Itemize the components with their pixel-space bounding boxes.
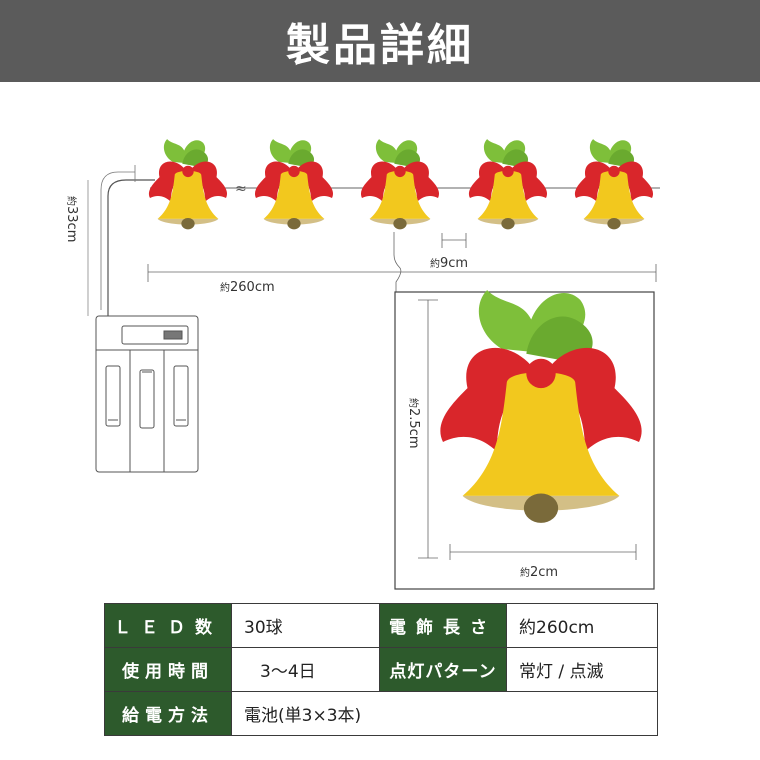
bell-icon: [360, 139, 440, 230]
spec-key-light-pattern: 点灯パターン: [379, 647, 507, 692]
table-row: 使用時間 3〜4日 点灯パターン 常灯 / 点滅: [104, 647, 658, 692]
spec-key-length: 電飾長さ: [379, 603, 507, 648]
spec-table: ＬＥＤ数 30球 電飾長さ 約260cm 使用時間 3〜4日 点灯パターン 常灯…: [104, 603, 658, 736]
bell-height-label: 約2.5cm: [406, 398, 421, 449]
spec-val-usage-time: 3〜4日: [231, 647, 380, 692]
bell-icon: [254, 139, 334, 230]
battery-box: [95, 315, 199, 473]
spec-val-power: 電池(単3×3本): [231, 691, 658, 736]
spec-key-usage-time: 使用時間: [104, 647, 232, 692]
bell-icon: [574, 139, 654, 230]
spec-val-light-pattern: 常灯 / 点滅: [506, 647, 658, 692]
bell-width-label: 約2cm: [520, 565, 559, 580]
total-length-label: 約260cm: [220, 280, 275, 295]
product-diagram: ≈: [87, 139, 660, 590]
wire-height-label: 約33cm: [64, 196, 79, 243]
page-title: 製品詳細: [286, 20, 474, 71]
spec-val-length: 約260cm: [506, 603, 658, 648]
lead-wire: [107, 179, 155, 318]
table-row: 給電方法 電池(単3×3本): [104, 691, 658, 736]
table-row: ＬＥＤ数 30球 電飾長さ 約260cm: [104, 603, 658, 648]
bell-icon: [148, 139, 228, 230]
spec-key-power: 給電方法: [104, 691, 232, 736]
spec-key-led-count: ＬＥＤ数: [104, 603, 232, 648]
bell-icon: [468, 139, 548, 230]
svg-text:≈: ≈: [235, 181, 247, 197]
spacing-label: 約9cm: [430, 256, 469, 271]
spec-val-led-count: 30球: [231, 603, 380, 648]
page-header: 製品詳細: [0, 0, 760, 82]
